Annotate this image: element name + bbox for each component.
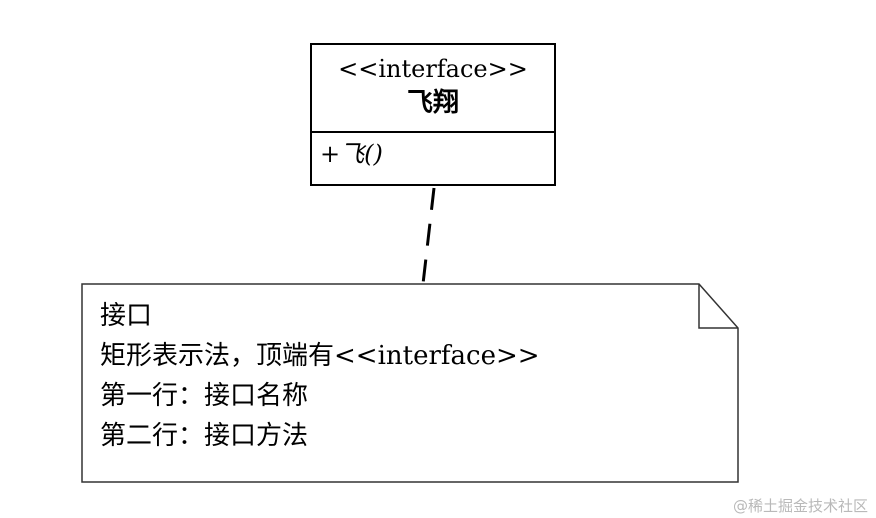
- dashed-connector-line: [421, 187, 436, 285]
- note-line-4: 第二行：接口方法: [100, 421, 309, 451]
- note-text: 接口 矩形表示法，顶端有<<interface>> 第一行：接口名称 第二行：接…: [100, 296, 680, 456]
- note-line-3: 第一行：接口名称: [100, 381, 309, 411]
- note-folded-corner: [698, 284, 738, 329]
- note-line-1: 接口: [100, 301, 153, 331]
- interface-class-box[interactable]: <<interface>> 飞翔 +飞(): [310, 43, 556, 186]
- interface-methods: +飞(): [312, 133, 554, 169]
- interface-method: +飞(): [320, 140, 383, 168]
- interface-stereotype: <<interface>>: [338, 55, 528, 83]
- watermark: @稀土掘金技术社区: [732, 497, 868, 515]
- interface-header: <<interface>> 飞翔: [312, 45, 554, 133]
- note-shape: [81, 283, 739, 483]
- note-line-2: 矩形表示法，顶端有<<interface>>: [100, 341, 540, 371]
- interface-name: 飞翔: [406, 88, 459, 118]
